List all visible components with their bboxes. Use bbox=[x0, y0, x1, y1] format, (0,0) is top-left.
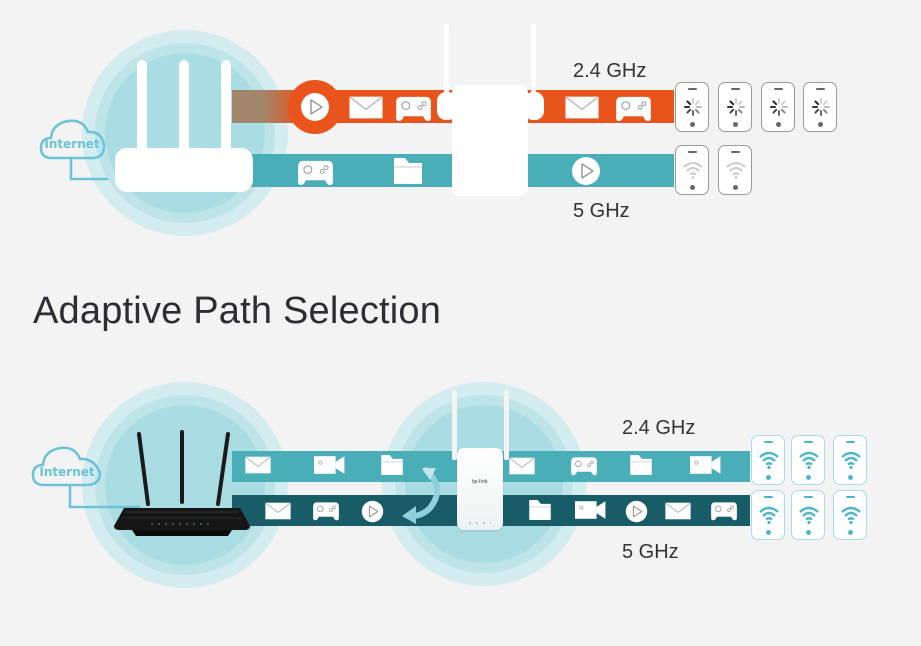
extender-brand-logo: tp-link bbox=[472, 479, 488, 485]
band-24ghz-label: 2.4 GHz bbox=[622, 417, 696, 439]
internet-label: Internet bbox=[39, 465, 94, 479]
device-phone-strong-wifi bbox=[751, 490, 785, 540]
swap-arrow-icon bbox=[402, 467, 440, 524]
loading-spinner-icon bbox=[768, 97, 790, 117]
band-5ghz-label: 5 GHz bbox=[573, 200, 630, 222]
router-coverage-circle-core bbox=[105, 405, 265, 565]
extender-led-row bbox=[469, 522, 491, 524]
extender-antenna bbox=[452, 390, 457, 460]
mail-icon bbox=[245, 456, 271, 474]
folder-icon bbox=[529, 500, 551, 520]
play-icon bbox=[300, 92, 330, 122]
band-5ghz-label: 5 GHz bbox=[622, 541, 679, 563]
device-phone-loading bbox=[803, 82, 837, 132]
play-icon bbox=[625, 500, 648, 523]
play-icon bbox=[361, 500, 384, 523]
gamepad-icon bbox=[395, 95, 432, 122]
video-camera-icon bbox=[575, 500, 607, 520]
device-phone-loading bbox=[675, 82, 709, 132]
gamepad-icon bbox=[297, 159, 334, 186]
device-phone-strong-wifi bbox=[791, 435, 825, 485]
device-phone-strong-wifi bbox=[833, 490, 867, 540]
gamepad-icon bbox=[312, 501, 340, 521]
router-antenna bbox=[221, 60, 231, 152]
loading-spinner-icon bbox=[810, 97, 832, 117]
video-camera-icon bbox=[314, 455, 346, 475]
extender-joint bbox=[524, 92, 544, 120]
router-antenna bbox=[179, 60, 189, 152]
loading-spinner-icon bbox=[682, 97, 704, 117]
wifi-weak-icon bbox=[725, 160, 747, 180]
device-phone-strong-wifi bbox=[791, 490, 825, 540]
play-icon bbox=[571, 156, 601, 186]
wifi-strong-icon bbox=[798, 450, 820, 470]
gamepad-icon bbox=[570, 456, 598, 476]
internet-cloud-icon: Internet bbox=[39, 119, 108, 181]
extender-body: tp-link bbox=[457, 448, 503, 530]
wifi-strong-icon bbox=[758, 505, 780, 525]
internet-cloud-icon: Internet bbox=[31, 446, 140, 509]
video-camera-icon bbox=[690, 455, 722, 475]
device-phone-strong-wifi bbox=[751, 435, 785, 485]
device-phone-loading bbox=[718, 82, 752, 132]
wifi-strong-icon bbox=[758, 450, 780, 470]
extender-antenna bbox=[444, 24, 449, 104]
router-antenna bbox=[137, 60, 147, 152]
section-title: Adaptive Path Selection bbox=[33, 290, 442, 332]
wifi-strong-icon bbox=[840, 505, 862, 525]
mail-icon bbox=[265, 502, 291, 520]
mail-icon bbox=[665, 502, 691, 520]
router-body bbox=[115, 148, 253, 192]
device-phone-loading bbox=[761, 82, 795, 132]
gamepad-icon bbox=[615, 95, 652, 122]
router-device bbox=[114, 430, 250, 536]
gamepad-icon bbox=[710, 501, 738, 521]
wifi-strong-icon bbox=[840, 450, 862, 470]
band-24ghz-label: 2.4 GHz bbox=[573, 60, 647, 82]
folder-icon bbox=[381, 455, 403, 475]
mail-icon bbox=[349, 96, 383, 119]
wifi-strong-icon bbox=[798, 505, 820, 525]
loading-spinner-icon bbox=[725, 97, 747, 117]
folder-icon bbox=[394, 158, 422, 184]
device-phone-weak-wifi bbox=[675, 145, 709, 195]
device-phone-strong-wifi bbox=[833, 435, 867, 485]
extender-body bbox=[452, 85, 528, 196]
internet-label: Internet bbox=[44, 137, 99, 151]
wifi-weak-icon bbox=[682, 160, 704, 180]
mail-icon bbox=[565, 96, 599, 119]
extender-antenna bbox=[531, 24, 536, 104]
extender-antenna bbox=[504, 390, 509, 460]
mail-icon bbox=[509, 457, 535, 475]
device-phone-weak-wifi bbox=[718, 145, 752, 195]
folder-icon bbox=[630, 455, 652, 475]
